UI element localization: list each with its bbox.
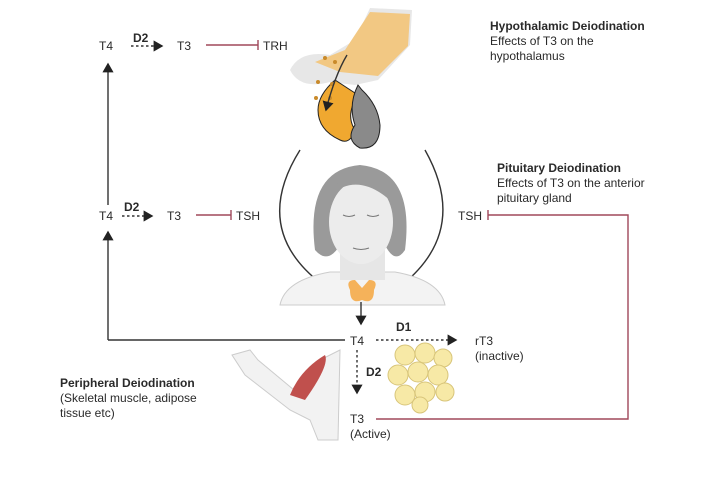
peripheral-line2: tissue etc) xyxy=(60,406,115,420)
right-tsh-arrow xyxy=(400,149,444,286)
top-trh: TRH xyxy=(263,39,288,53)
top-d2: D2 xyxy=(133,31,149,45)
bottom-t3-note: (Active) xyxy=(350,427,391,441)
pituitary-line1: Effects of T3 on the anterior xyxy=(497,176,645,190)
hypothalamic-line1: Effects of T3 on the xyxy=(490,34,594,48)
top-t4: T4 xyxy=(99,39,113,53)
hypothalamic-title: Hypothalamic Deiodination xyxy=(490,19,645,33)
mid-t3: T3 xyxy=(167,209,181,223)
arm-muscle-illustration xyxy=(231,349,341,441)
thyroid-icon xyxy=(348,280,376,302)
hypothalamus-pituitary-illustration xyxy=(290,8,412,149)
adipose-cells-icon xyxy=(387,342,455,414)
person-illustration xyxy=(279,165,446,306)
hypothalamic-line2: hypothalamus xyxy=(490,49,565,63)
d1-label: D1 xyxy=(396,320,412,334)
mid-t4: T4 xyxy=(99,209,113,223)
peripheral-title: Peripheral Deiodination xyxy=(60,376,195,390)
mid-tsh: TSH xyxy=(236,209,260,223)
bottom-t4: T4 xyxy=(350,334,364,348)
t3-feedback-line xyxy=(376,214,629,420)
right-tsh: TSH xyxy=(458,209,482,223)
rt3-note: (inactive) xyxy=(475,349,524,363)
rt3-label: rT3 xyxy=(475,334,493,348)
bottom-t3: T3 xyxy=(350,412,364,426)
top-t3: T3 xyxy=(177,39,191,53)
pituitary-line2: pituitary gland xyxy=(497,191,572,205)
peripheral-line1: (Skeletal muscle, adipose xyxy=(60,391,197,405)
left-tsh-arrow xyxy=(279,149,325,286)
bottom-d2: D2 xyxy=(366,365,382,379)
mid-d2: D2 xyxy=(124,200,140,214)
pituitary-title: Pituitary Deiodination xyxy=(497,161,621,175)
